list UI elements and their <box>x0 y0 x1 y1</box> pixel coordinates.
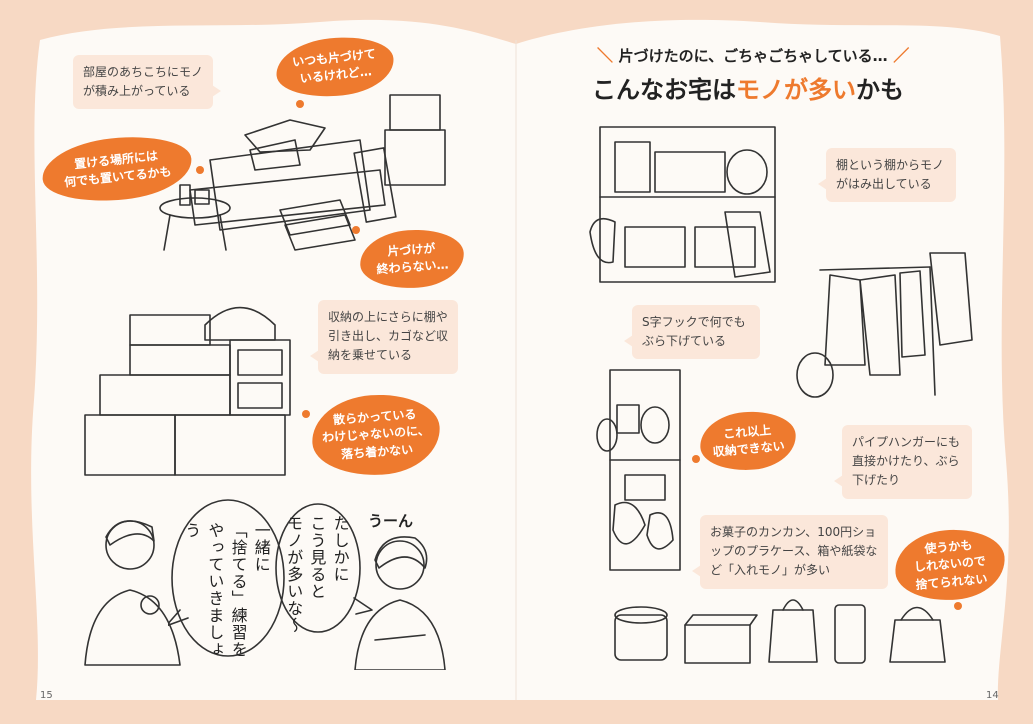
blob-dot <box>954 602 962 610</box>
slash-mark: ／ <box>887 46 910 65</box>
caption-storage: 収納の上にさらに棚や引き出し、カゴなど収納を乗せている <box>310 300 458 374</box>
caption-boxes: お菓子のカンカン、100円ショップのプラケース、箱や紙袋など「入れモノ」が多い <box>692 515 888 589</box>
heading-main: こんなお宅はモノが多いかも <box>592 70 904 105</box>
woman-sigh: うーん <box>368 512 414 530</box>
caption-pipe: パイプハンガーにも直接かけたり、ぶら下げたり <box>834 425 972 499</box>
man-illustration <box>84 520 181 666</box>
blob-dot <box>692 455 700 463</box>
containers-illustration <box>614 599 946 664</box>
caption-hook: S字フックで何でもぶら下げている <box>624 305 760 360</box>
man-speech: 一緒に 「捨てる」練習を やっていきましょう <box>182 522 271 658</box>
woman-illustration <box>354 536 446 670</box>
page-number-right: 14 <box>986 690 999 701</box>
woman-speech: たしかに こう見ると モノが多いな〜 <box>284 515 350 634</box>
pipe-hanger-illustration <box>796 252 973 398</box>
page-number-left: 15 <box>40 690 53 701</box>
blob-dot <box>196 166 204 174</box>
blob-dot <box>302 410 310 418</box>
cluttered-room-illustration <box>159 94 446 251</box>
speech-bubbles <box>168 499 373 657</box>
heading-main-part1: こんなお宅は <box>592 76 736 104</box>
heading-main-accent: モノが多い <box>736 76 856 104</box>
heading-sub-text: 片づけたのに、ごちゃごちゃしている… <box>618 47 888 65</box>
blob-dot <box>296 100 304 108</box>
stacked-storage-illustration <box>84 306 291 476</box>
heading-main-part3: かも <box>856 76 904 104</box>
hooks-illustration <box>596 369 681 571</box>
caption-shelf: 棚という棚からモノがはみ出している <box>818 148 956 203</box>
heading-sub: ＼ 片づけたのに、ごちゃごちゃしている… ／ <box>597 42 909 66</box>
caption-room: 部屋のあちこちにモノが積み上がっている <box>73 55 221 110</box>
overflowing-shelf-illustration <box>589 126 776 283</box>
slash-mark: ＼ <box>597 46 619 65</box>
blob-dot <box>352 226 360 234</box>
